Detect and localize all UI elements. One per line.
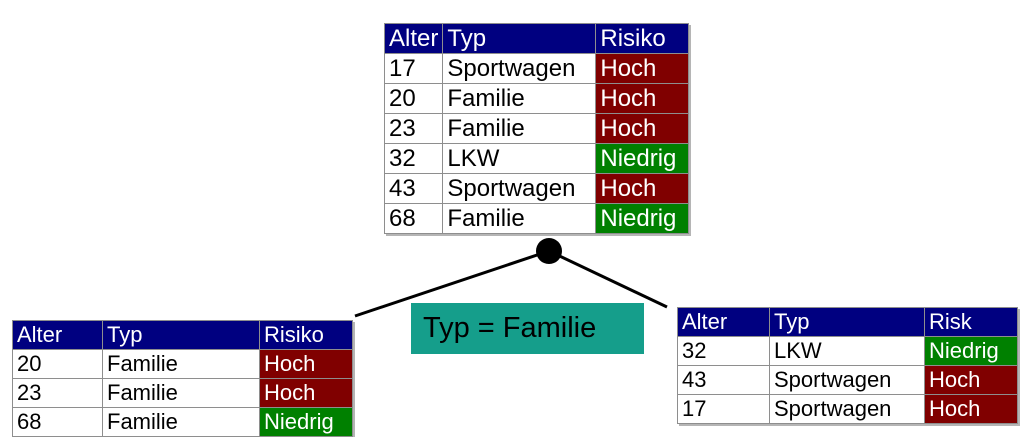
header-cell-risk: Risk [924, 307, 1018, 337]
risk-cell: Hoch [924, 394, 1018, 424]
typ-cell: Sportwagen [769, 394, 925, 424]
header-cell-risiko: Risiko [259, 320, 353, 350]
risk-cell: Niedrig [924, 336, 1018, 366]
alter-cell: 43 [677, 365, 770, 395]
risk-cell: Hoch [595, 173, 690, 204]
header-cell-alter: Alter [12, 320, 103, 350]
header-cell-alter: Alter [383, 23, 444, 54]
header-cell-typ: Typ [769, 307, 925, 337]
typ-cell: LKW [769, 336, 925, 366]
typ-cell: Familie [102, 407, 260, 437]
alter-cell: 43 [383, 173, 444, 204]
split-node [536, 238, 562, 264]
typ-cell: Familie [102, 378, 260, 408]
alter-cell: 23 [383, 113, 444, 144]
header-cell-typ: Typ [102, 320, 260, 350]
risk-cell: Hoch [595, 113, 690, 144]
typ-cell: Familie [442, 83, 597, 114]
branch-line-left [354, 249, 550, 318]
risk-cell: Niedrig [595, 143, 690, 174]
alter-cell: 17 [383, 53, 444, 84]
table-header-row: Alter Typ Risiko [12, 320, 353, 350]
alter-cell: 20 [383, 83, 444, 114]
risk-cell: Niedrig [259, 407, 353, 437]
risk-cell: Hoch [924, 365, 1018, 395]
typ-cell: Sportwagen [442, 173, 597, 204]
typ-cell: LKW [442, 143, 597, 174]
risk-cell: Hoch [259, 378, 353, 408]
alter-cell: 17 [677, 394, 770, 424]
alter-cell: 68 [383, 203, 444, 234]
typ-cell: Sportwagen [442, 53, 597, 84]
risk-cell: Hoch [595, 53, 690, 84]
split-condition-label: Typ = Familie [411, 303, 644, 354]
header-cell-typ: Typ [442, 23, 597, 54]
risk-cell: Niedrig [595, 203, 690, 234]
alter-cell: 20 [12, 349, 103, 379]
table-header-row: Alter Typ Risk [677, 307, 1018, 337]
typ-cell: Familie [442, 203, 597, 234]
typ-cell: Sportwagen [769, 365, 925, 395]
risk-cell: Hoch [595, 83, 690, 114]
branch-line-right [548, 249, 668, 309]
alter-cell: 23 [12, 378, 103, 408]
typ-cell: Familie [102, 349, 260, 379]
typ-cell: Familie [442, 113, 597, 144]
header-cell-alter: Alter [677, 307, 770, 337]
header-cell-risiko: Risiko [595, 23, 690, 54]
alter-cell: 68 [12, 407, 103, 437]
alter-cell: 32 [383, 143, 444, 174]
alter-cell: 32 [677, 336, 770, 366]
table-header-row: Alter Typ Risiko [383, 23, 690, 54]
risk-cell: Hoch [259, 349, 353, 379]
